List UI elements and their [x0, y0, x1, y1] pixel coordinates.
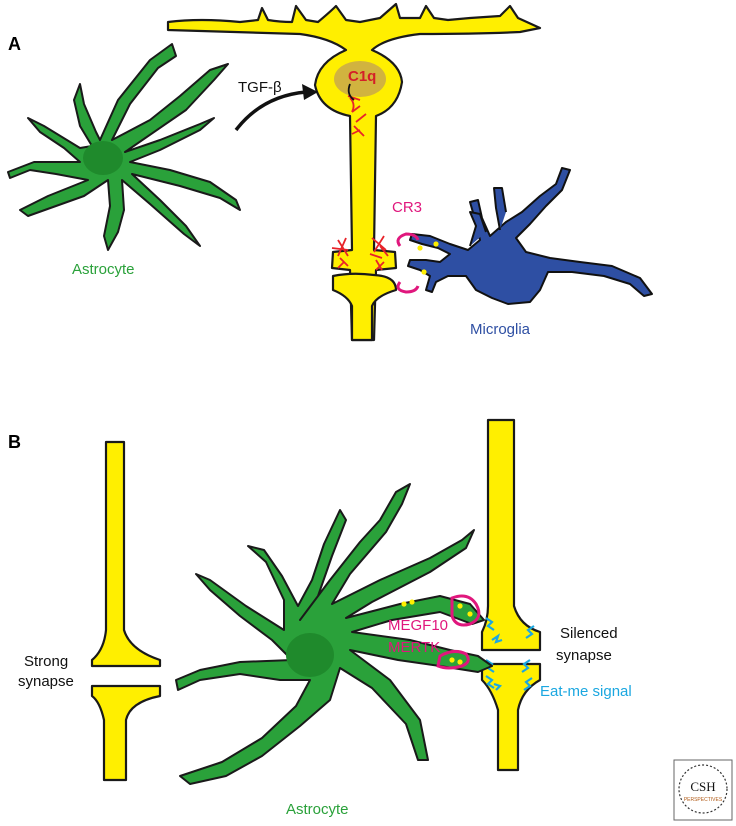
microglia-label: Microglia — [470, 321, 531, 338]
astrocyte-a-label: Astrocyte — [72, 261, 135, 278]
c1q-nucleus — [334, 61, 386, 97]
strong-synapse-line2: synapse — [18, 673, 74, 690]
panel-b-letter: B — [8, 432, 21, 452]
cr3-label: CR3 — [392, 199, 422, 216]
c1q-marks — [331, 95, 389, 271]
silenced-synapse-line1: Silenced — [560, 625, 618, 642]
c1q-arrow — [347, 83, 355, 101]
tgf-beta-label: TGF-β — [238, 79, 282, 96]
megf10-label: MEGF10 — [388, 617, 448, 634]
neuron-a — [166, 2, 542, 342]
astrocyte-b-label: Astrocyte — [286, 801, 349, 818]
csh-perspectives-logo: CSH PERSPECTIVES — [673, 759, 733, 821]
strong-synapse-neuron — [90, 440, 162, 782]
astrocyte-a — [7, 43, 241, 251]
megf10-receptors — [401, 594, 481, 670]
astrocyte-b — [175, 483, 493, 785]
tgf-beta-arrowhead — [302, 84, 318, 100]
c1q-label: C1q — [348, 68, 376, 85]
mertk-label: MERTK — [388, 639, 440, 656]
strong-synapse-line1: Strong — [24, 653, 68, 670]
svg-text:PERSPECTIVES: PERSPECTIVES — [684, 797, 723, 803]
tgf-beta-arrow — [234, 90, 307, 132]
eat-me-label: Eat-me signal — [540, 683, 632, 700]
microglia — [407, 167, 653, 305]
cr3-receptors — [396, 232, 439, 294]
panel-a-letter: A — [8, 34, 21, 54]
svg-text:CSH: CSH — [690, 779, 715, 794]
silenced-synapse-neuron — [480, 418, 542, 772]
silenced-synapse-line2: synapse — [556, 647, 612, 664]
